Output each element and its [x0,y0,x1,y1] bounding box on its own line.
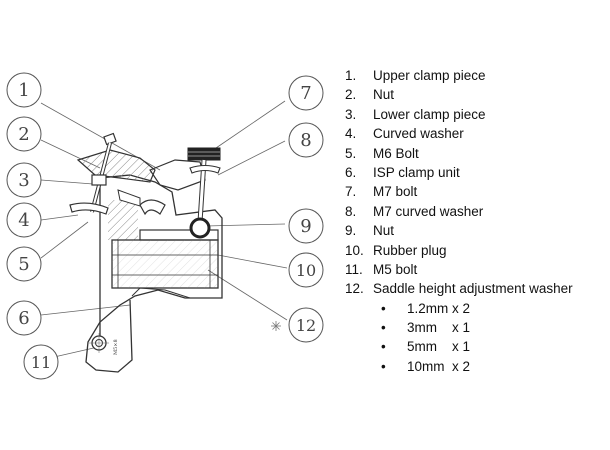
callout-1: 1 [6,72,42,108]
callout-circle [6,162,42,198]
legend-item-label: Saddle height adjustment washer [373,281,573,297]
legend-item: 7. M7 bolt [345,182,607,201]
legend-item: 12. Saddle height adjustment washer [345,279,607,298]
legend-item-label: Nut [373,223,395,239]
m7-curved-washer-icon [189,164,221,174]
callout-number: 2 [18,124,29,145]
legend-subitem-text: 5mm x 1 [407,339,471,355]
legend-item-label: M6 Bolt [373,145,419,161]
legend-item: 4. Curved washer [345,124,607,143]
legend-item: 2. Nut [345,85,607,104]
legend-subitem: • 10mm x 2 [345,357,607,376]
legend-subitem-text: 3mm x 1 [407,320,471,336]
legend-item-number: 1. [345,68,357,83]
callout-number: 7 [300,83,311,104]
callout-3: 3 [6,162,42,198]
callout-circle [288,122,324,158]
callout-7: 7 [288,75,324,111]
callout-circle [6,246,42,282]
callout-circle [288,75,324,111]
callout-circle [288,252,324,288]
legend-item-number: 8. [345,203,357,219]
callout-number: 11 [31,353,51,372]
isp-clamp-unit [85,174,223,373]
callout-circle [6,300,42,336]
callout-5: 5 [6,246,42,282]
callout-number: 8 [300,130,311,151]
sparkle-icon [271,321,281,331]
parts-legend: 1. Upper clamp piece 2. Nut 3. Lower clamp pi… [345,66,607,376]
legend-item-number: 10. [345,242,364,258]
legend-subitem-text: 10mm x 2 [407,358,471,374]
nut-ring-icon [189,217,211,239]
legend-subitems: • 1.2mm x 2 • 3mm x 1 • 5mm x 1 • 10mm x 2 [345,299,607,377]
m7-bolt-icon [187,147,221,223]
callout-number: 10 [296,261,316,280]
callout-circle [6,202,42,238]
callout-circle [6,72,42,108]
legend-item-label: Nut [373,87,395,103]
bullet-icon: • [381,300,386,316]
legend-subitem: • 3mm x 1 [345,318,607,337]
legend-item-number: 2. [345,87,357,103]
legend-item-number: 6. [345,164,357,180]
curved-washer-icon [69,202,109,215]
legend-item-number: 11. [345,261,363,277]
legend-item-label: M7 bolt [373,184,418,200]
callout-number: 12 [296,316,316,335]
m5-bolt-icon [89,333,109,353]
legend-item: 5. M6 Bolt [345,144,607,163]
legend-item-number: 9. [345,223,357,239]
legend-item-number: 3. [345,106,357,122]
callout-12: 12 [288,307,324,343]
legend-item-number: 12. [345,281,364,297]
callout-circle [288,208,324,244]
legend-subitem-text: 1.2mm x 2 [407,300,471,316]
legend-item-number: 7. [345,184,357,200]
callout-10: 10 [288,252,324,288]
legend-item: 1. Upper clamp piece [345,66,607,85]
callout-circle [6,116,42,152]
legend-items: 1. Upper clamp piece 2. Nut 3. Lower clamp pi… [345,66,607,299]
callout-11: 11 [23,344,59,380]
legend-item: 8. M7 curved washer [345,202,607,221]
legend-item: 3. Lower clamp piece [345,105,607,124]
legend-item-label: Rubber plug [373,242,447,258]
legend-item: 10. Rubber plug [345,241,607,260]
legend-item-label: Lower clamp piece [373,106,486,122]
bullet-icon: • [381,358,386,374]
part-marking: M5×8 [113,339,119,355]
legend-subitem: • 5mm x 1 [345,337,607,356]
callout-circle [288,307,324,343]
legend-item-label: M7 curved washer [373,203,484,219]
legend-item-label: Curved washer [373,126,464,142]
callout-2: 2 [6,116,42,152]
legend-item-number: 5. [345,145,357,161]
legend-item: 11. M5 bolt [345,260,607,279]
legend-item-label: Upper clamp piece [373,68,486,83]
callout-6: 6 [6,300,42,336]
lower-clamp-piece [117,189,166,216]
callout-number: 3 [18,170,29,191]
callout-circle [23,344,59,380]
callout-number: 1 [18,80,29,101]
callout-8: 8 [288,122,324,158]
callout-number: 5 [18,254,29,275]
legend-subitem: • 1.2mm x 2 [345,299,607,318]
bullet-icon: • [381,320,386,336]
nut-icon [91,174,107,186]
legend-item: 6. ISP clamp unit [345,163,607,182]
callout-9: 9 [288,208,324,244]
callout-4: 4 [6,202,42,238]
legend-item-label: ISP clamp unit [373,164,460,180]
callout-number: 9 [300,216,311,237]
callout-number: 4 [18,210,29,231]
callout-number: 6 [18,308,29,329]
legend-item-label: M5 bolt [373,261,418,277]
legend-item-number: 4. [345,126,357,142]
legend-item: 9. Nut [345,221,607,240]
bullet-icon: • [381,339,386,355]
